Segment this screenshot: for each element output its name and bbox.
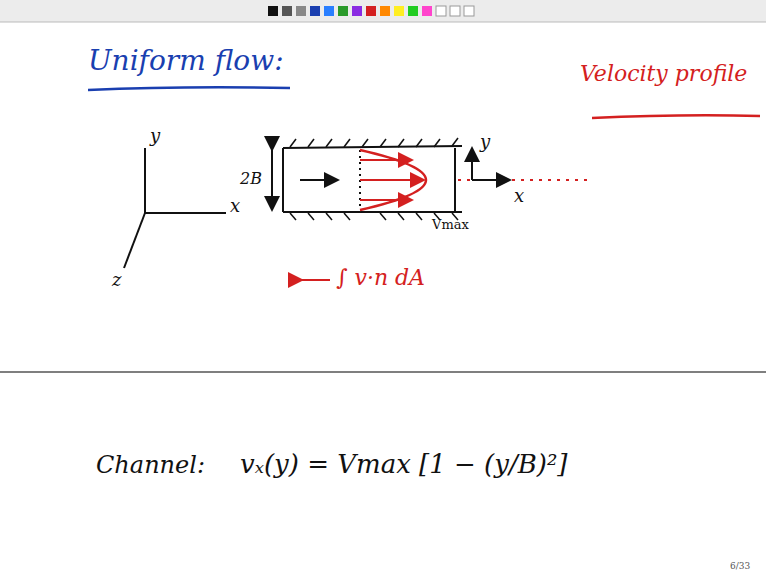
coordinate-axes [124, 148, 226, 268]
channel-walls [272, 146, 462, 212]
section-heading: Channel: [96, 452, 205, 478]
flux-arrow [302, 279, 330, 281]
label-note: Velocity profile [580, 62, 747, 86]
toolbar-colors [268, 6, 474, 16]
centerline [458, 179, 590, 181]
page-number: 6/33 [730, 562, 750, 572]
title-underline [88, 87, 290, 90]
toolbar [0, 0, 766, 22]
axis-label: y [150, 126, 160, 146]
dimension: 2B [240, 170, 262, 188]
velocity-profile [360, 150, 426, 210]
equation: vₓ(y) = Vmax [1 − (y/B)²] [240, 450, 567, 479]
velocity-arrows [360, 160, 424, 200]
label-underline [592, 115, 760, 118]
velocity-label: Vmax [432, 218, 469, 232]
axis-label: z [112, 270, 121, 290]
axis-label: y [480, 132, 490, 152]
wall-hatching [290, 138, 458, 220]
heading: Uniform flow: [88, 46, 284, 77]
divider [0, 371, 766, 373]
flux-integral: ∫ v·n dA [336, 266, 425, 290]
local-axes [472, 148, 510, 180]
axis-label: x [514, 186, 524, 206]
axis-label: x [230, 196, 240, 216]
